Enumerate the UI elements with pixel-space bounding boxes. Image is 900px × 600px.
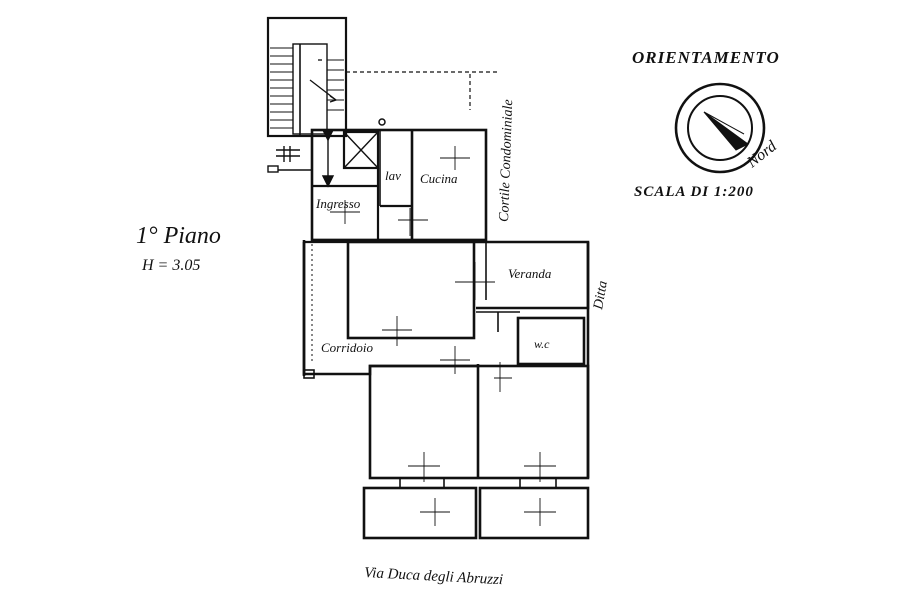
label-ditta: Ditta bbox=[591, 280, 611, 312]
compass-icon bbox=[674, 82, 766, 174]
room-corridoio: Corridoio bbox=[321, 340, 374, 355]
label-street: Via Duca degli Abruzzi bbox=[364, 565, 504, 588]
room-lav: lav bbox=[385, 168, 401, 183]
label-cortile: Cortile Condominiale bbox=[497, 99, 516, 222]
floor-title: 1° Piano bbox=[136, 223, 221, 249]
room-wc: w.c bbox=[534, 337, 550, 351]
room-veranda: Veranda bbox=[508, 266, 552, 281]
floor-height: H = 3.05 bbox=[141, 257, 200, 274]
room-ingresso: Ingresso bbox=[315, 196, 361, 211]
scale-label: SCALA DI 1:200 bbox=[634, 184, 754, 200]
staircase-icon bbox=[266, 16, 348, 138]
orientation-title: ORIENTAMENTO bbox=[632, 48, 780, 67]
lift-icon bbox=[342, 118, 386, 170]
room-cucina: Cucina bbox=[420, 171, 458, 186]
